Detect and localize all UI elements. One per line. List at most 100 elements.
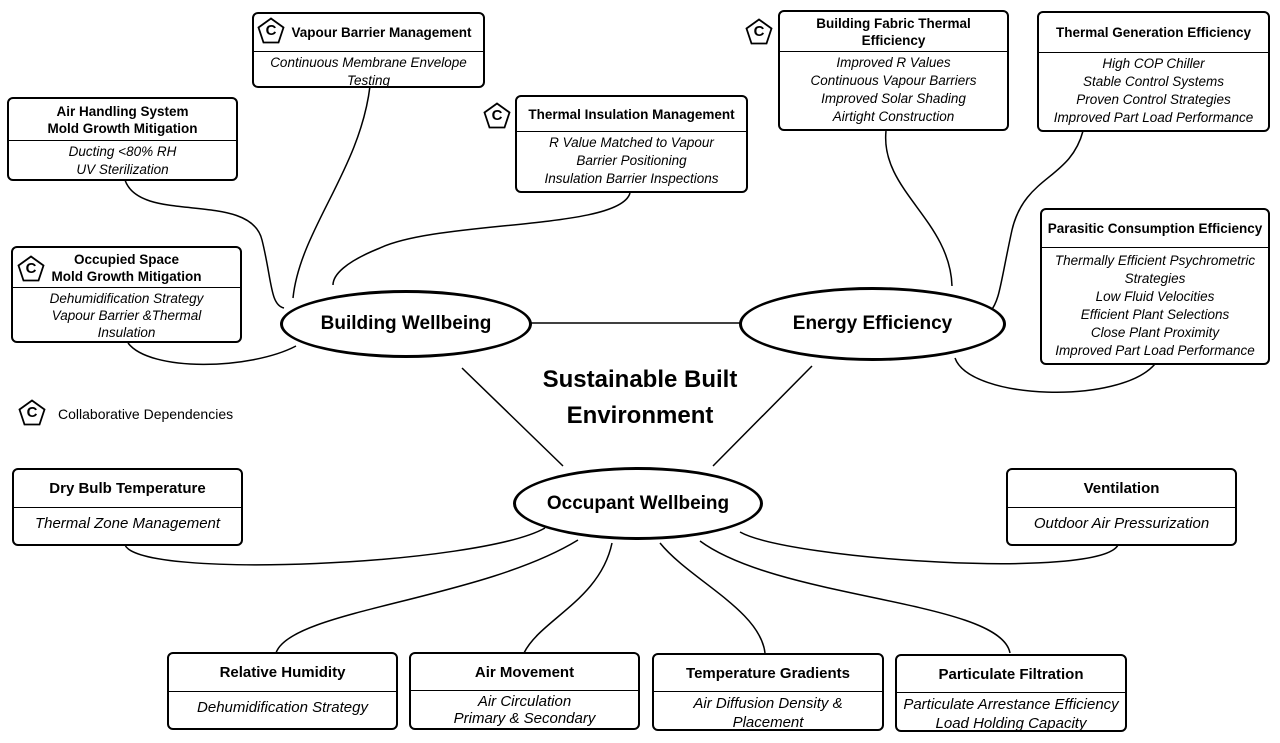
- box-line: Dehumidification Strategy: [49, 291, 204, 306]
- box-body: Dehumidification Strategy: [169, 692, 396, 719]
- connector-fabric: [885, 130, 953, 287]
- box-title: Thermal Insulation Management: [517, 97, 746, 132]
- connector-building-occupant: [461, 367, 564, 467]
- box-dry-bulb: Dry Bulb Temperature Thermal Zone Manage…: [12, 468, 243, 546]
- legend-pentagon-icon: C: [18, 399, 46, 427]
- connector-thermalgen: [989, 130, 1084, 313]
- box-line: Placement: [732, 714, 804, 731]
- box-line: Thermally Efficient Psychrometric: [1054, 253, 1256, 268]
- box-line: Primary & Secondary: [453, 710, 596, 727]
- box-line: Proven Control Strategies: [1076, 92, 1231, 107]
- connector-airhandling: [124, 179, 285, 309]
- box-line: R Value Matched to Vapour: [549, 135, 714, 150]
- box-line: Air Circulation: [477, 693, 572, 710]
- box-line: Air Diffusion Density &: [693, 695, 843, 712]
- hub-occupant-wellbeing: Occupant Wellbeing: [513, 467, 763, 540]
- box-vapour-barrier: Vapour Barrier Management Continuous Mem…: [252, 12, 485, 88]
- hub-energy-label: Energy Efficiency: [792, 313, 953, 334]
- box-line: Improved Part Load Performance: [1053, 110, 1254, 125]
- box-title: Air Handling System Mold Growth Mitigati…: [9, 99, 236, 141]
- box-line: Thermal Zone Management: [34, 515, 221, 532]
- connector-particulate: [699, 540, 1011, 654]
- box-line: High COP Chiller: [1102, 56, 1205, 71]
- collab-pentagon-icon: C: [483, 102, 511, 130]
- box-line: Barrier Positioning: [576, 153, 687, 168]
- box-occupied-space: Occupied Space Mold Growth Mitigation De…: [11, 246, 242, 343]
- box-line: Close Plant Proximity: [1090, 325, 1220, 340]
- box-line: Testing: [346, 73, 391, 88]
- box-title: Occupied Space Mold Growth Mitigation: [13, 248, 240, 288]
- box-line: Vapour Barrier &Thermal: [51, 308, 202, 323]
- title-line-1: Sustainable Built: [542, 366, 738, 393]
- box-line: Improved Part Load Performance: [1055, 343, 1255, 358]
- box-line: Load Holding Capacity: [935, 715, 1087, 732]
- box-line: Stable Control Systems: [1082, 74, 1225, 89]
- box-line: Improved R Values: [836, 55, 951, 70]
- collab-pentagon-icon: C: [17, 255, 45, 283]
- connector-vapour: [292, 85, 371, 299]
- box-particulate-filtration: Particulate Filtration Particulate Arres…: [895, 654, 1127, 732]
- box-line: Improved Solar Shading: [821, 91, 966, 106]
- box-body: Thermal Zone Management: [14, 508, 241, 535]
- box-title: Thermal Generation Efficiency: [1039, 13, 1268, 53]
- connector-rh: [275, 539, 579, 654]
- box-body: Particulate Arrestance Efficiency Load H…: [897, 693, 1125, 735]
- box-relative-humidity: Relative Humidity Dehumidification Strat…: [167, 652, 398, 730]
- box-ventilation: Ventilation Outdoor Air Pressurization: [1006, 468, 1237, 546]
- collab-pentagon-icon: C: [745, 18, 773, 46]
- connector-drybulb: [124, 527, 546, 566]
- hub-energy-efficiency: Energy Efficiency: [739, 287, 1006, 361]
- connector-airmove: [523, 542, 613, 654]
- box-title: Air Movement: [411, 654, 638, 691]
- hub-building-wellbeing: Building Wellbeing: [280, 290, 532, 358]
- box-line: Airtight Construction: [832, 109, 955, 124]
- box-line: Particulate Arrestance Efficiency: [903, 696, 1119, 713]
- box-body: R Value Matched to Vapour Barrier Positi…: [517, 132, 746, 190]
- box-air-movement: Air Movement Air Circulation Primary & S…: [409, 652, 640, 730]
- legend-label: Collaborative Dependencies: [58, 406, 234, 422]
- box-line: Efficient Plant Selections: [1080, 307, 1230, 322]
- connector-occupied: [127, 342, 297, 366]
- box-parasitic-consumption: Parasitic Consumption Efficiency Thermal…: [1040, 208, 1270, 365]
- box-line: UV Sterilization: [76, 162, 169, 177]
- box-body: Air Diffusion Density & Placement: [654, 692, 882, 734]
- box-title: Parasitic Consumption Efficiency: [1042, 210, 1268, 248]
- box-body: Air Circulation Primary & Secondary: [411, 691, 638, 729]
- box-title: Ventilation: [1008, 470, 1235, 508]
- box-thermal-insulation: Thermal Insulation Management R Value Ma…: [515, 95, 748, 193]
- box-body: Outdoor Air Pressurization: [1008, 508, 1235, 535]
- connector-energy-occupant: [712, 365, 813, 467]
- box-body: Ducting <80% RH UV Sterilization: [9, 141, 236, 181]
- box-air-handling: Air Handling System Mold Growth Mitigati…: [7, 97, 238, 181]
- box-temperature-gradients: Temperature Gradients Air Diffusion Dens…: [652, 653, 884, 731]
- box-building-fabric: Building Fabric Thermal Efficiency Impro…: [778, 10, 1009, 131]
- box-line: Continuous Membrane Envelope: [270, 55, 467, 70]
- hub-occupant-label: Occupant Wellbeing: [546, 492, 730, 514]
- box-title: Temperature Gradients: [654, 655, 882, 692]
- box-title: Building Fabric Thermal Efficiency: [780, 12, 1007, 52]
- box-title: Particulate Filtration: [897, 656, 1125, 693]
- box-title: Vapour Barrier Management: [254, 14, 483, 52]
- connector-thermalins: [332, 192, 631, 286]
- connector-ventilation: [739, 531, 1119, 565]
- box-title: Relative Humidity: [169, 654, 396, 692]
- box-line: Dehumidification Strategy: [197, 699, 368, 716]
- connector-tempgrad: [659, 542, 766, 654]
- box-body: High COP Chiller Stable Control Systems …: [1039, 53, 1268, 129]
- box-body: Continuous Membrane Envelope Testing: [254, 52, 483, 92]
- hub-building-label: Building Wellbeing: [320, 313, 492, 334]
- box-body: Dehumidification Strategy Vapour Barrier…: [13, 288, 240, 343]
- title-line-2: Environment: [566, 402, 714, 429]
- box-line: Continuous Vapour Barriers: [810, 73, 977, 88]
- box-line: Ducting <80% RH: [68, 144, 177, 159]
- box-thermal-generation: Thermal Generation Efficiency High COP C…: [1037, 11, 1270, 132]
- box-line: Outdoor Air Pressurization: [1033, 515, 1210, 532]
- box-line: Insulation: [97, 325, 156, 340]
- box-line: Low Fluid Velocities: [1095, 289, 1215, 304]
- connector-parasitic: [954, 357, 1156, 393]
- diagram-title: Sustainable Built Environment: [500, 362, 780, 434]
- box-line: Strategies: [1124, 271, 1186, 286]
- box-title: Dry Bulb Temperature: [14, 470, 241, 508]
- box-body: Improved R Values Continuous Vapour Barr…: [780, 52, 1007, 128]
